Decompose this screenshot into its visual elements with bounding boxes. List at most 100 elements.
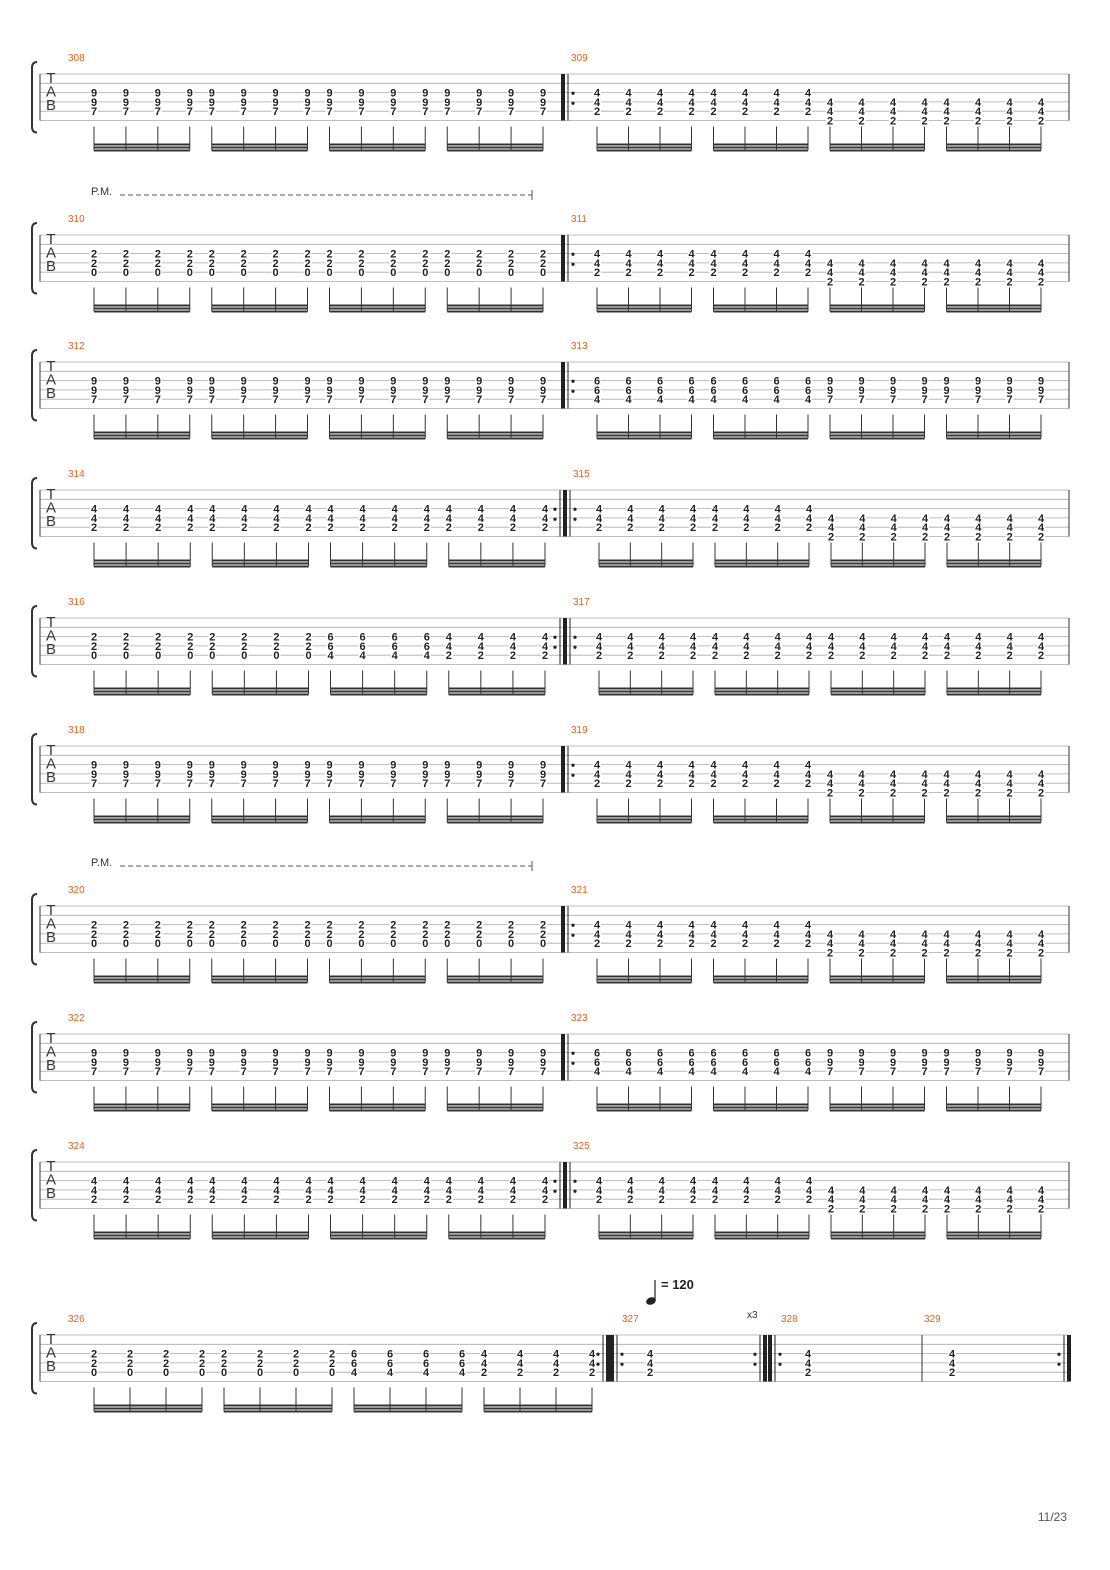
- fret-number: 2: [773, 778, 779, 790]
- fret-bg: [207, 257, 216, 268]
- fret-number: 2: [221, 1349, 227, 1361]
- fret-number: 4: [424, 1185, 431, 1197]
- fret-number: 9: [476, 376, 482, 388]
- fret-number: 7: [444, 106, 450, 118]
- fret-bg: [626, 631, 635, 642]
- fret-bg: [154, 1175, 163, 1186]
- fret-bg: [475, 96, 484, 107]
- fret-number: 4: [944, 632, 951, 644]
- fret-number: 9: [358, 376, 364, 388]
- fret-number: 9: [476, 1057, 482, 1069]
- fret-bg: [304, 1175, 313, 1186]
- fret-bg: [595, 522, 603, 533]
- fret-bg: [126, 1357, 134, 1368]
- fret-bg: [772, 928, 781, 939]
- tab-clef-letter: B: [46, 258, 56, 275]
- fret-bg: [889, 384, 897, 395]
- fret-bg: [208, 640, 217, 651]
- fret-number: 2: [273, 258, 279, 270]
- fret-bg: [942, 778, 951, 789]
- fret-number: 9: [187, 376, 193, 388]
- fret-bg: [422, 1175, 431, 1186]
- repeat-dot: [573, 635, 577, 639]
- fret-number: 2: [187, 249, 193, 261]
- fret-bg: [624, 96, 633, 107]
- fret-number: 4: [209, 1176, 216, 1188]
- fret-number: 4: [712, 504, 719, 516]
- fret-number: 6: [773, 376, 779, 388]
- fret-bg: [292, 1367, 300, 1378]
- fret-number: 7: [241, 106, 247, 118]
- fret-bg: [593, 257, 601, 268]
- fret-number: 4: [743, 1185, 750, 1197]
- fret-number: 2: [508, 920, 514, 932]
- fret-number: 4: [478, 513, 485, 525]
- fret-number: 2: [446, 1194, 452, 1206]
- fret-number: 2: [123, 1194, 129, 1206]
- fret-number: 9: [123, 385, 129, 397]
- fret-bg: [624, 759, 633, 770]
- fret-number: 4: [944, 641, 951, 653]
- fret-number: 2: [510, 1194, 516, 1206]
- fret-number: 2: [241, 920, 247, 932]
- fret-number: 6: [327, 632, 333, 644]
- fret-number: 4: [858, 778, 865, 790]
- fret-bg: [942, 276, 951, 287]
- fret-number: 9: [326, 97, 332, 109]
- fret-bg: [1037, 947, 1045, 958]
- fret-number: 9: [858, 385, 864, 397]
- fret-number: 9: [187, 760, 193, 772]
- fret-number: 7: [209, 1066, 215, 1078]
- fret-bg: [185, 928, 194, 939]
- fret-number: 4: [743, 504, 750, 516]
- fret-number: 4: [360, 650, 367, 662]
- fret-number: 6: [773, 1048, 779, 1060]
- fret-number: 4: [1038, 258, 1045, 270]
- fret-number: 4: [596, 632, 603, 644]
- fret-number: 2: [858, 116, 864, 128]
- fret-number: 7: [326, 1066, 332, 1078]
- fret-number: 4: [921, 97, 928, 109]
- fret-bg: [422, 522, 431, 533]
- fret-number: 2: [1038, 116, 1044, 128]
- system-bracket: [31, 733, 38, 806]
- fret-bg: [709, 759, 718, 770]
- fret-number: 2: [508, 249, 514, 261]
- fret-bg: [390, 631, 399, 642]
- fret-number: 9: [91, 760, 97, 772]
- fret-number: 7: [508, 394, 514, 406]
- fret-bg: [90, 1367, 98, 1378]
- fret-number: 9: [155, 376, 161, 388]
- fret-bg: [1005, 276, 1014, 287]
- fret-number: 2: [91, 1194, 97, 1206]
- fret-bg: [772, 938, 781, 949]
- fret-number: 0: [155, 650, 161, 662]
- fret-number: 9: [508, 97, 514, 109]
- fret-bg: [857, 1066, 866, 1077]
- fret-bg: [357, 248, 366, 259]
- fret-bg: [974, 1203, 983, 1214]
- fret-bg: [624, 106, 633, 117]
- fret-number: 2: [241, 258, 247, 270]
- fret-bg: [358, 1175, 367, 1186]
- fret-bg: [804, 928, 812, 939]
- fret-number: 2: [1038, 948, 1044, 960]
- fret-number: 4: [625, 760, 632, 772]
- fret-number: 4: [327, 650, 334, 662]
- fret-number: 4: [553, 1358, 560, 1370]
- fret-bg: [942, 257, 951, 268]
- fret-number: 0: [444, 267, 450, 279]
- fret-bg: [443, 1066, 452, 1077]
- fret-number: 7: [422, 394, 428, 406]
- fret-number: 4: [594, 1066, 601, 1078]
- fret-bg: [443, 778, 452, 789]
- fret-bg: [826, 1047, 834, 1058]
- fret-bg: [325, 394, 334, 405]
- fret-bg: [508, 650, 517, 661]
- fret-number: 2: [944, 650, 950, 662]
- fret-bg: [804, 248, 812, 259]
- measure-number: 324: [68, 1141, 85, 1152]
- fret-bg: [921, 650, 929, 661]
- fret-number: 2: [922, 650, 928, 662]
- fret-bg: [689, 522, 697, 533]
